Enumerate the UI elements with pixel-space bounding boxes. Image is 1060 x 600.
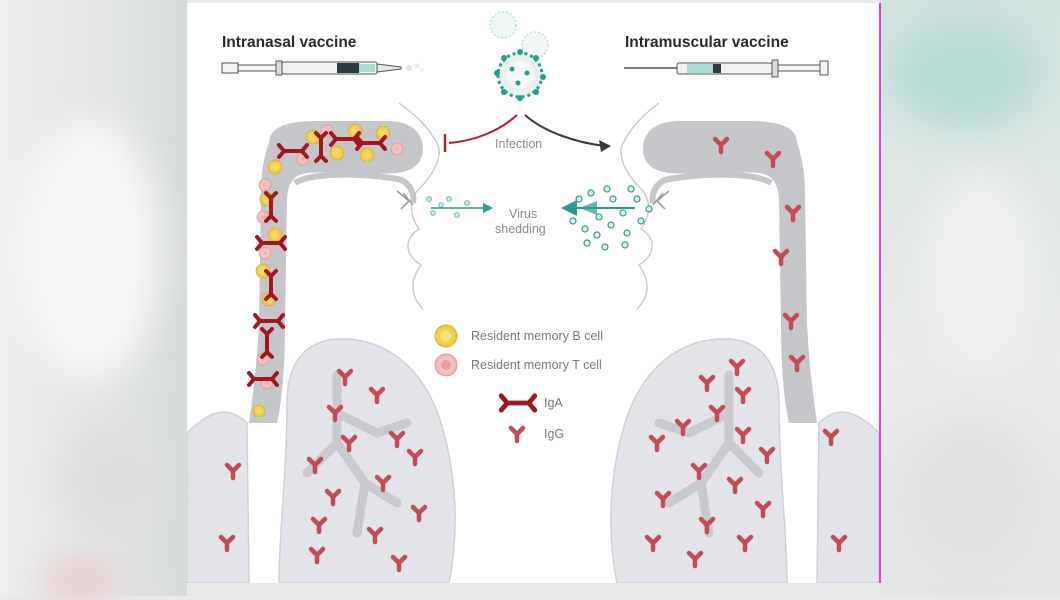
virus-shedding-label-2: shedding [495,222,546,236]
inhibition-arrow [443,114,518,152]
right-airway [643,121,817,423]
virus-cluster-icon [489,11,549,101]
infection-arrow [524,114,611,152]
intramuscular-syringe-icon [624,59,829,78]
legend-icons [434,324,535,441]
intranasal-title: Intranasal vaccine [222,34,357,51]
right-shedding-arrow [561,200,635,216]
background-left-blur [0,0,187,600]
legend-bcell-label: Resident memory B cell [471,329,603,343]
legend-tcell-label: Resident memory T cell [471,358,602,372]
diagram-svg [187,11,879,583]
diagram-panel: Intranasal vaccine Intramuscular vaccine… [187,3,881,583]
virus-shedding-label-1: Virus [509,207,538,221]
legend-iga-label: IgA [544,396,563,410]
infection-label: Infection [495,137,543,151]
intramuscular-title: Intramuscular vaccine [625,34,789,51]
right-shedding-particles [569,185,653,251]
left-shedding-arrow [431,203,493,213]
left-airway [249,121,423,423]
legend-igg-label: IgG [544,427,565,441]
left-shedding-particles [426,196,470,218]
intranasal-syringe-icon [221,60,424,76]
background-right-blur [880,0,1060,596]
left-head-outline [398,102,440,310]
left-airway-cells [247,123,404,418]
